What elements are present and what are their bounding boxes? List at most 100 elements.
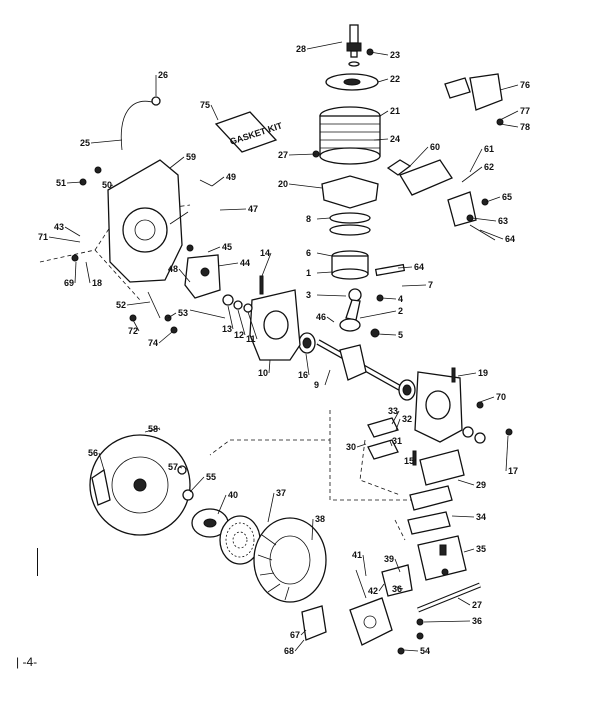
callout-leader [158,331,173,344]
seal-12 [233,300,243,310]
wire-47 [189,309,226,319]
crank-bearing-right [398,379,416,401]
callout-leader [479,396,495,403]
spring-47 [169,211,189,225]
callout-leader [499,110,519,121]
flywheel [253,517,327,603]
rod-bearing [370,328,380,338]
exhaust-gasket [444,77,471,99]
callout-leader [316,217,331,220]
callout-label: 28 [296,44,306,54]
gasket-kit: GASKET KIT [214,111,284,153]
callout-label: 19 [478,368,488,378]
callout-label: 61 [484,144,494,154]
callout-label: 10 [258,368,268,378]
callout-label: 27 [472,600,482,610]
starter-nut [177,465,187,475]
callout-leader [169,156,185,169]
crank-bearing-left [298,332,316,354]
callout-leader [391,410,400,425]
callout-label: 57 [168,462,178,472]
spark-plug [346,24,362,58]
callout-leader [305,353,310,376]
callout-leader [109,184,114,187]
callout-leader [132,319,140,332]
callout-label: 22 [390,74,400,84]
callout-label: 53 [178,308,188,318]
bolt-27-bottom [397,647,405,655]
callout-label: 65 [502,192,512,202]
callout-leader [227,305,234,330]
callout-label: 38 [315,514,325,524]
callout-label: 21 [390,106,400,116]
callout-label: 26 [158,70,168,80]
callout-leader [64,226,81,237]
callout-label: 9 [314,380,319,390]
callout-leader [158,428,161,431]
bolt-72 [129,314,137,322]
callout-leader [98,452,105,471]
callout-leader [359,310,397,319]
callout-leader [378,583,385,592]
callout-label: 59 [186,152,196,162]
callout-label: 68 [284,646,294,656]
callout-label: 30 [346,442,356,452]
callout-label: 55 [206,472,216,482]
spark-plug-boot [151,96,161,106]
callout-leader [451,515,475,518]
callout-label: 8 [306,214,311,224]
callout-leader [379,110,389,117]
callout-leader [499,84,519,91]
spring-54 [355,569,367,599]
callout-label: 64 [414,262,424,272]
callout-leader [178,268,191,283]
bolt-27-carb [441,568,449,576]
callout-leader [395,418,401,431]
callout-leader [469,148,483,173]
callout-leader [316,271,333,274]
bottom-plate [301,605,327,641]
callout-label: 13 [222,324,232,334]
callout-leader [373,138,389,141]
bolt-68 [416,618,424,626]
screw-58 [144,427,161,433]
callout-label: 69 [64,278,74,288]
blower-housing [107,159,183,283]
bolt-39 [416,632,424,640]
callout-label: 44 [240,258,250,268]
callout-label: 46 [316,312,326,322]
intake-manifold [399,159,453,196]
callout-label: 31 [392,436,402,446]
callout-label: 48 [168,264,178,274]
callout-label: 37 [276,488,286,498]
callout-leader [261,252,272,277]
callout-label: 76 [520,80,530,90]
callout-label: 47 [248,204,258,214]
callout-leader [356,443,367,448]
ignition-plate [184,254,221,299]
callout-leader [207,246,221,253]
callout-label: 62 [484,162,494,172]
callout-label: 40 [228,490,238,500]
callout-leader [217,262,239,267]
callout-label: 2 [398,306,403,316]
piston-ring-lower [329,224,371,236]
callout-label: 27 [278,150,288,160]
page-number: | -4- [16,655,38,669]
callout-leader [423,620,471,623]
callout-leader [324,369,331,386]
spring-64 [469,224,496,241]
reed-valve-assembly [367,439,399,460]
spring-49 [199,179,213,187]
callout-label: 29 [476,480,486,490]
carburetor [417,535,467,581]
plug-gasket [348,61,360,67]
callout-leader [90,139,123,144]
callout-label: 60 [430,142,440,152]
callout-leader [217,494,227,515]
callout-leader [457,597,471,606]
callout-label: 18 [92,278,102,288]
connecting-rod [339,288,362,332]
callout-leader [479,229,504,240]
callout-label: 78 [520,122,530,132]
